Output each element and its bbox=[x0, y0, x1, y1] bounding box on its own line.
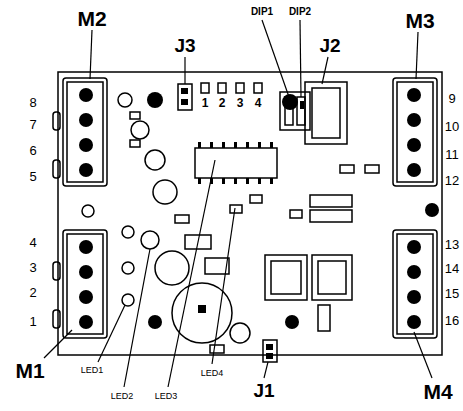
led-label: LED4 bbox=[201, 369, 224, 378]
pin-number: 5 bbox=[29, 170, 36, 183]
led-label: LED2 bbox=[111, 392, 134, 401]
switch-number: 1 bbox=[202, 97, 209, 109]
pin-number: 7 bbox=[29, 118, 36, 131]
connector-label: M3 bbox=[405, 10, 434, 31]
jumper-label: J1 bbox=[253, 381, 274, 400]
connector-label: M1 bbox=[15, 360, 44, 381]
connector-label: M4 bbox=[423, 381, 452, 402]
pin-number: 3 bbox=[29, 261, 36, 274]
pin-number: 12 bbox=[445, 174, 459, 187]
connector-label: M2 bbox=[77, 8, 106, 29]
jumper-label: J3 bbox=[174, 36, 195, 55]
pin-number: 9 bbox=[448, 92, 455, 105]
pin-number: 15 bbox=[445, 287, 459, 300]
led-label: LED3 bbox=[155, 392, 178, 401]
pin-number: 14 bbox=[445, 262, 459, 275]
pin-number: 1 bbox=[29, 315, 36, 328]
part-label: DIP1 bbox=[251, 7, 273, 17]
pin-number: 2 bbox=[29, 286, 36, 299]
jumper-label: J2 bbox=[319, 36, 340, 55]
pin-number: 8 bbox=[29, 96, 36, 109]
pin-number: 10 bbox=[445, 120, 459, 133]
pin-number: 16 bbox=[445, 314, 459, 327]
led-label: LED1 bbox=[81, 366, 104, 375]
pin-number: 6 bbox=[29, 144, 36, 157]
switch-number: 4 bbox=[255, 97, 262, 109]
pin-number: 13 bbox=[445, 238, 459, 251]
part-label: DIP2 bbox=[289, 7, 311, 17]
pin-number: 11 bbox=[445, 148, 459, 161]
switch-number: 3 bbox=[237, 97, 244, 109]
switch-number: 2 bbox=[219, 97, 226, 109]
pin-number: 4 bbox=[29, 236, 36, 249]
